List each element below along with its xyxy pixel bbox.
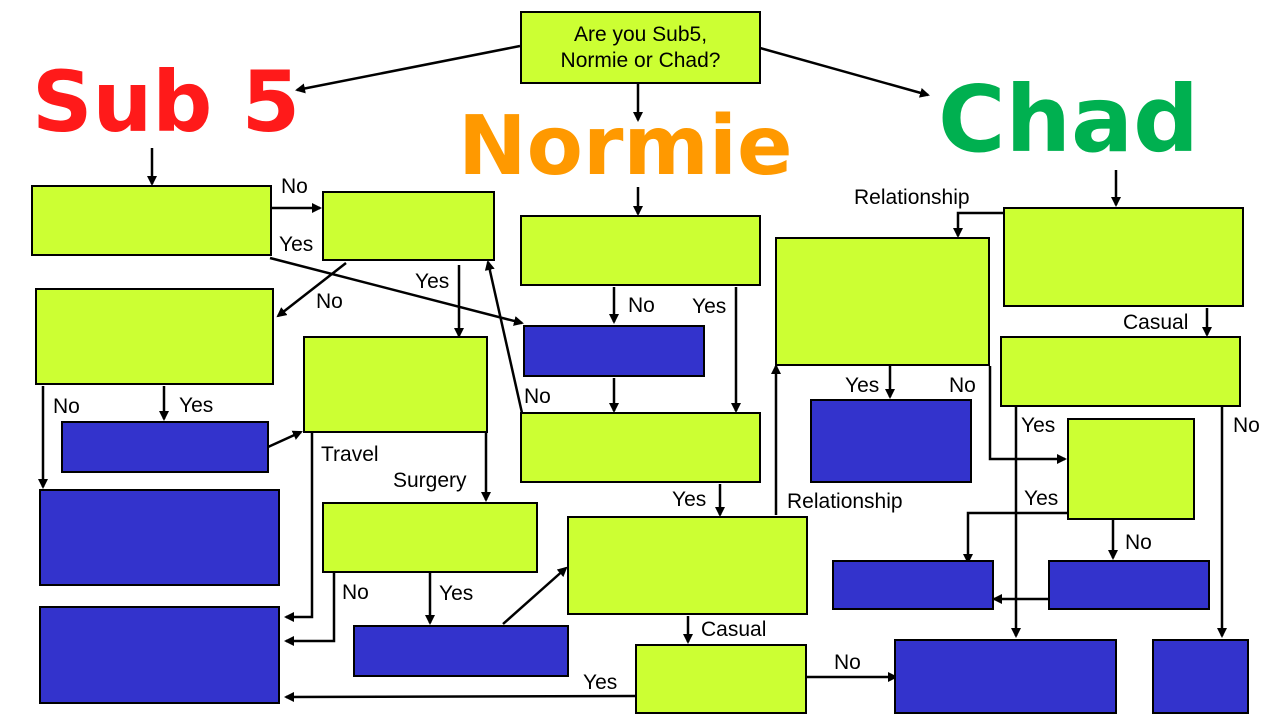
edge-label-casual: Casual: [701, 618, 767, 641]
edge-label-no: No: [1125, 531, 1152, 554]
decision-box: [567, 516, 808, 615]
edge-label-yes: Yes: [583, 671, 618, 694]
outcome-box: [810, 399, 972, 483]
edge-label-no: No: [834, 651, 861, 674]
decision-box: [520, 412, 761, 483]
edge-label-no: No: [316, 290, 343, 313]
edge-label-yes: Yes: [845, 374, 880, 397]
decision-box: [635, 644, 807, 714]
edge-label-relationship: Relationship: [854, 186, 970, 209]
edge-label-yes: Yes: [415, 270, 450, 293]
decision-box: [322, 502, 538, 573]
edge-label-no: No: [628, 294, 655, 317]
edge-label-surgery: Surgery: [393, 469, 467, 492]
edge-label-yes: Yes: [279, 233, 314, 256]
decision-box: [775, 237, 990, 366]
decision-box: [303, 336, 488, 433]
outcome-box: [832, 560, 994, 610]
edge-label-no: No: [281, 175, 308, 198]
edge-label-no: No: [53, 395, 80, 418]
outcome-box: [39, 606, 280, 704]
question-line-1: Are you Sub5,: [573, 22, 708, 46]
decision-box: [1000, 336, 1241, 407]
decision-box: [1067, 418, 1195, 520]
outcome-box: [1048, 560, 1210, 610]
edge-label-yes: Yes: [692, 295, 727, 318]
outcome-box: [39, 489, 280, 586]
edge-label-yes: Yes: [1024, 487, 1059, 510]
question-box: Are you Sub5, Normie or Chad?: [520, 11, 761, 84]
title-sub5: Sub 5: [32, 53, 301, 151]
outcome-box: [1152, 639, 1249, 714]
decision-box: [1003, 207, 1244, 307]
edge-label-relationship: Relationship: [787, 490, 903, 513]
outcome-box: [353, 625, 569, 677]
edge-label-yes: Yes: [672, 488, 707, 511]
outcome-box: [523, 325, 705, 377]
decision-box: [322, 191, 495, 261]
outcome-box: [61, 421, 269, 473]
arrow-to-chad: [759, 46, 930, 98]
edge-label-yes: Yes: [179, 394, 214, 417]
title-normie: Normie: [458, 99, 793, 194]
edge-label-yes: Yes: [439, 582, 474, 605]
title-chad: Chad: [938, 66, 1199, 173]
edge-label-no: No: [1233, 414, 1260, 437]
edge-label-no: No: [949, 374, 976, 397]
decision-box: [520, 215, 761, 286]
edge-label-travel: Travel: [321, 443, 379, 466]
question-line-2: Normie or Chad?: [560, 48, 721, 72]
edge-label-no: No: [342, 581, 369, 604]
arrow-to-sub5: [295, 44, 521, 94]
decision-box: [35, 288, 274, 385]
outcome-box: [894, 639, 1117, 714]
edge-label-no: No: [524, 385, 551, 408]
edge-label-yes: Yes: [1021, 414, 1056, 437]
decision-box: [31, 185, 272, 256]
edge-label-casual: Casual: [1123, 311, 1189, 334]
